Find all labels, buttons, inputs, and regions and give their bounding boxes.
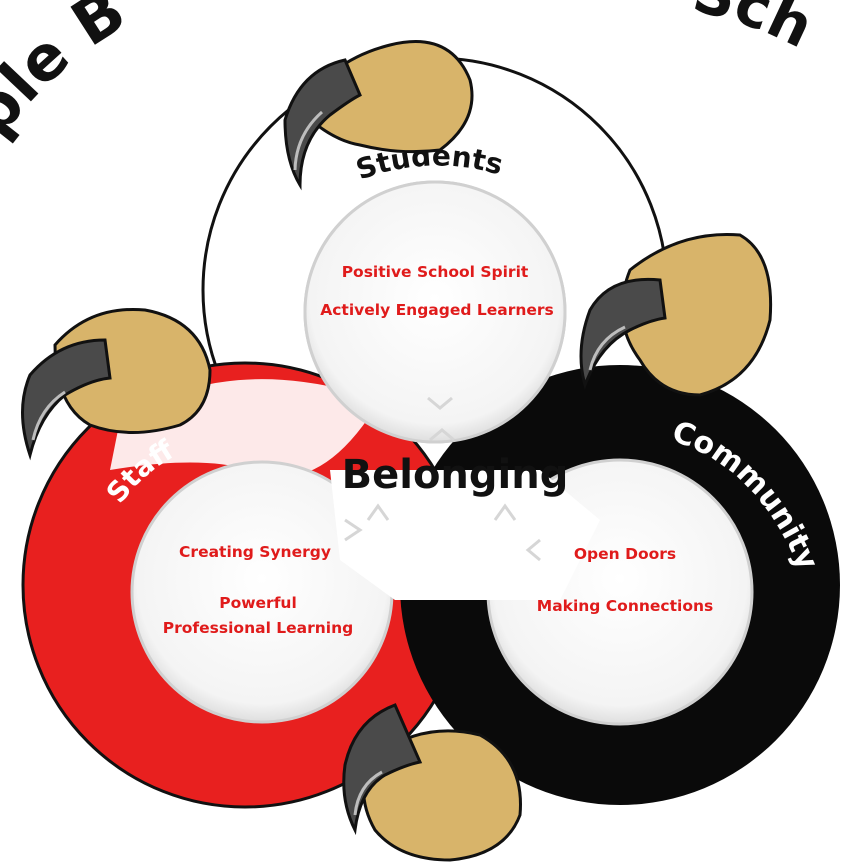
staff-item-2: Professional Learning: [163, 619, 354, 637]
claw-icon-left: [21, 307, 212, 461]
students-inner-circle: [303, 180, 567, 444]
header-arc-left: ple B: [0, 0, 138, 149]
claw-icon-top: [283, 40, 474, 191]
claw-icon-right: [579, 232, 773, 397]
header-arc-right: Sch: [687, 0, 824, 61]
students-item-0: Positive School Spirit: [342, 263, 529, 281]
claw-icon-bottom: [342, 703, 522, 862]
staff-item-0: Creating Synergy: [179, 543, 331, 561]
staff-item-1: Powerful: [219, 594, 297, 612]
community-item-1: Making Connections: [537, 597, 713, 615]
students-item-1: Actively Engaged Learners: [320, 301, 554, 319]
community-item-0: Open Doors: [574, 545, 676, 563]
chevron-arrows: [344, 396, 541, 562]
center-region: [330, 470, 600, 600]
center-word: Belonging: [342, 452, 569, 498]
